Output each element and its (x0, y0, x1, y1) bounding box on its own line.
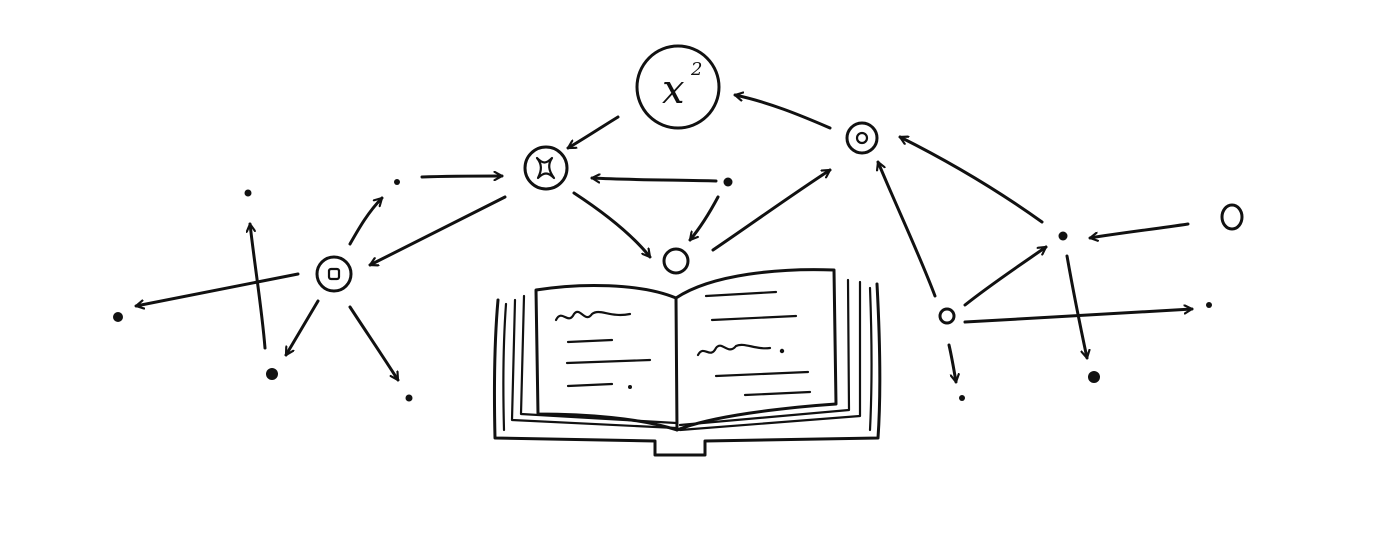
dot-far-left (113, 312, 123, 322)
edge-farright-to-righthub (1088, 222, 1190, 238)
edge-sparkle-to-booktop (572, 191, 652, 259)
edge-root-to-sparkle (566, 115, 620, 150)
edge-dot-to-sparkle (590, 178, 718, 181)
dot-center-right (723, 177, 733, 187)
dot-right-far (1206, 302, 1212, 308)
node-square (315, 255, 353, 293)
dot-left-bottom (266, 368, 278, 380)
node-sparkle-circle (523, 145, 569, 191)
edge-ring-to-root (733, 95, 832, 130)
node-book-top (662, 247, 690, 275)
edge-righthub-to-ring (898, 135, 1044, 224)
dot-right-bottom (1088, 371, 1100, 383)
edge-vertical-to-lefttop (250, 222, 267, 350)
dot-left-lower (405, 394, 413, 402)
node-sparkle (523, 145, 569, 191)
root-node-circle (635, 44, 721, 130)
sparkle-icon (535, 156, 556, 180)
edge-upperleft-to-sparkle (420, 176, 504, 177)
node-ring-inner (855, 131, 869, 145)
diagram-nodes (315, 121, 1244, 325)
node-lower-right (938, 307, 956, 325)
dot-lower-mid (959, 395, 965, 401)
node-square-circle (315, 255, 353, 293)
edge-lowerright-to-righthub (963, 245, 1048, 307)
edge-sparkle-to-square (368, 195, 507, 267)
edge-lowerright-to-lowermid (947, 343, 956, 384)
root-node: x 2 (635, 44, 721, 130)
edge-square-to-leftbottom (284, 299, 320, 357)
edge-booktop-to-ring (711, 168, 832, 252)
root-node-exponent: 2 (690, 59, 702, 80)
node-ring (845, 121, 879, 155)
edge-dot-to-booktop (688, 195, 720, 242)
dot-left-top (244, 189, 252, 197)
edge-lowerright-to-ring (878, 160, 937, 298)
book-icon (492, 268, 882, 457)
diagram-edges (134, 95, 1194, 384)
diagram-dots (113, 177, 1212, 402)
node-far-right (1220, 203, 1244, 231)
node-ring-outer (845, 121, 879, 155)
edge-square-to-leftlower (348, 305, 400, 382)
dot-upper-left (394, 179, 400, 185)
root-node-label: x (662, 67, 685, 113)
edge-square-to-upperleft (348, 196, 384, 246)
dot-right-hub (1058, 231, 1068, 241)
edge-square-to-farleft (134, 272, 300, 306)
edge-righthub-to-rightbottom (1065, 254, 1087, 360)
square-icon (327, 267, 341, 281)
